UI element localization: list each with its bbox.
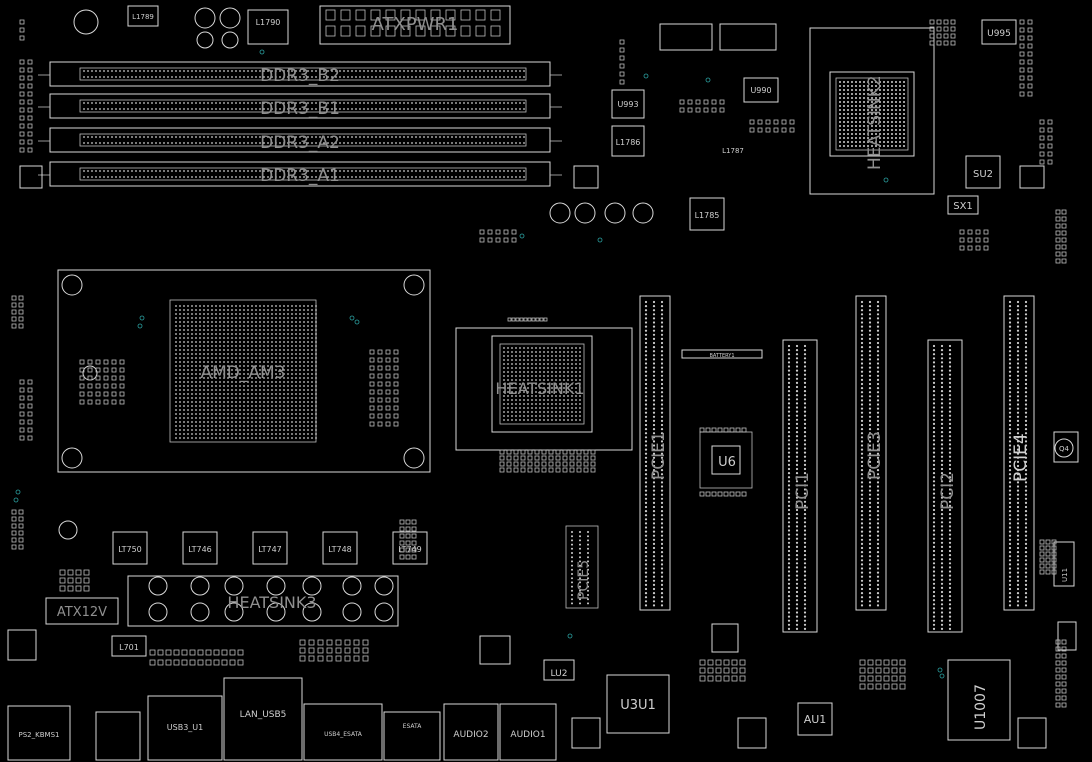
l1789-label: L1789 <box>132 13 154 21</box>
pcie-small-label: PCIE5 <box>576 560 592 600</box>
au1-label: AU1 <box>804 713 827 726</box>
pci2-label: PCI2 <box>938 472 958 510</box>
u1007-label: U1007 <box>973 684 989 730</box>
static-outline <box>7 5 1079 761</box>
pcie4-label: PCIE4 <box>1011 433 1031 482</box>
l1790-label: L1790 <box>256 18 281 27</box>
lt748-label: LT748 <box>328 545 352 554</box>
pcie1-label: PCIE1 <box>649 431 669 480</box>
lu2-label: LU2 <box>551 669 568 679</box>
ddr-b2-label: DDR3_B2 <box>260 66 340 86</box>
ddr-b1-label: DDR3_B1 <box>260 99 340 119</box>
lan-usb-label: LAN_USB5 <box>240 710 287 720</box>
l1787-label: L1787 <box>722 147 744 155</box>
battery-label: BATTERY1 <box>709 353 734 359</box>
ddr-a1-label: DDR3_A1 <box>260 166 340 186</box>
ddr-a2-label: DDR3_A2 <box>260 133 340 153</box>
audio1-label: AUDIO1 <box>510 730 545 740</box>
l701-label: L701 <box>119 643 139 652</box>
lt749-label: LT749 <box>398 545 422 554</box>
cpu-socket-label: AMD_AM3 <box>201 363 286 383</box>
sx1-label: SX1 <box>953 201 973 212</box>
u993-label: U993 <box>617 100 638 109</box>
heatsink2-label: HEATSINK2 <box>865 75 885 170</box>
pcie3-label: PCIE3 <box>865 431 885 480</box>
lt746-label: LT746 <box>188 545 212 554</box>
u3u1-label: U3U1 <box>620 698 656 713</box>
pin-detail <box>11 9 1067 708</box>
lt747-label: LT747 <box>258 545 282 554</box>
usb3-label: USB3_U1 <box>167 723 203 732</box>
audio2-label: AUDIO2 <box>453 730 488 740</box>
u11-label: U11 <box>1061 568 1069 582</box>
pci1-label: PCI1 <box>793 472 813 510</box>
heatsink1-label: HEATSINK1 <box>495 379 584 398</box>
u6-label: U6 <box>718 455 736 470</box>
u990-label: U990 <box>750 86 771 95</box>
su2-label: SU2 <box>973 169 993 180</box>
l1785-label: L1785 <box>695 211 720 220</box>
atx12v-label: ATX12V <box>57 605 107 620</box>
esata-label: ESATA <box>403 723 423 730</box>
lt750-label: LT750 <box>118 545 142 554</box>
atxpwr-label: ATXPWR1 <box>372 14 459 35</box>
l1786-label: L1786 <box>616 138 641 147</box>
heatsink3-label: HEATSINK3 <box>227 593 316 612</box>
u995-label: U995 <box>987 29 1011 39</box>
q4-label: Q4 <box>1059 445 1070 453</box>
ps2-label: PS2_KBMS1 <box>19 731 60 739</box>
usb-esata-label: USB4_ESATA <box>324 731 363 738</box>
